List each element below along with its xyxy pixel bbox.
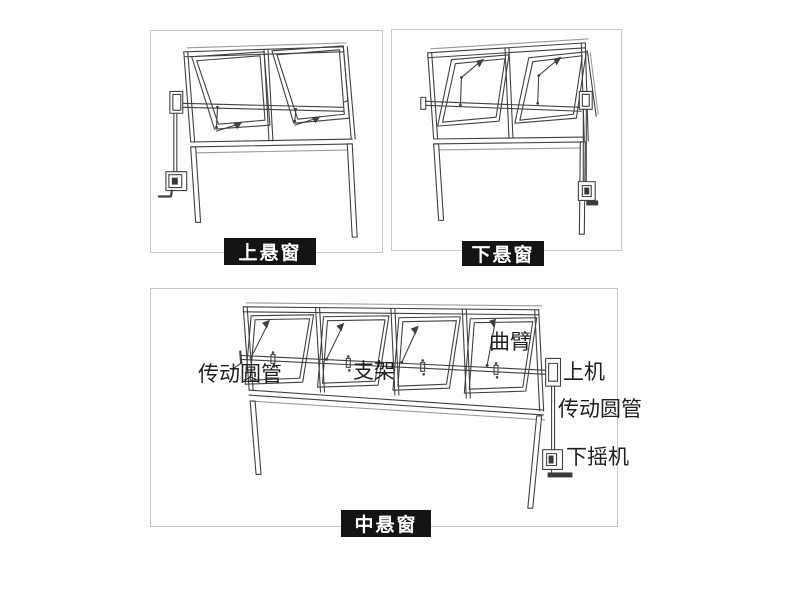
right-leg [527,415,543,509]
upper-machine-box [545,357,562,387]
tilted-sashes [191,45,350,130]
crank-mechanism [577,90,599,206]
sash-links [215,105,321,132]
annotation-drive-pipe-right: 传动圆管 [558,398,642,421]
drive-rod [181,99,349,112]
caption-top-hung-window: 上悬窗 [224,238,316,265]
crank-handle [586,200,599,206]
annotation-upper-machine: 上机 [563,361,605,384]
annotation-crank-arm: 曲臂 [489,331,531,354]
left-leg [433,143,445,221]
annotation-bracket: 支架 [353,360,395,383]
annotation-drive-pipe-left: 传动圆管 [198,363,282,386]
rod-bracket [420,359,426,376]
crank-handle [547,472,573,478]
bottom-hung-window-diagram [420,38,599,235]
window-frame [242,302,546,509]
top-hung-window-diagram [157,42,358,238]
rod-bracket [345,355,351,372]
caption-bottom-hung-window: 下悬窗 [462,241,544,266]
caption-center-hung-window: 中悬窗 [341,510,431,537]
left-leg [249,400,262,475]
panel-top-hung-window [150,30,383,253]
rod-bracket [270,351,276,368]
drive-rod [420,96,582,112]
window-frame [183,42,358,238]
crank-handle [157,189,173,198]
panel-bottom-hung-window [391,29,622,251]
window-frame [427,38,589,235]
rod-bracket [493,362,499,379]
sash-links [459,56,562,107]
panel-center-hung-window [150,288,618,527]
drive-rod [231,350,548,379]
left-leg [190,146,202,223]
crank-mechanism [542,357,573,478]
tilted-sashes [437,50,599,127]
annotation-lower-crank-machine: 下摇机 [566,446,629,469]
right-leg [346,143,358,238]
crank-mechanism [157,90,188,198]
center-hung-window-diagram [231,302,573,509]
